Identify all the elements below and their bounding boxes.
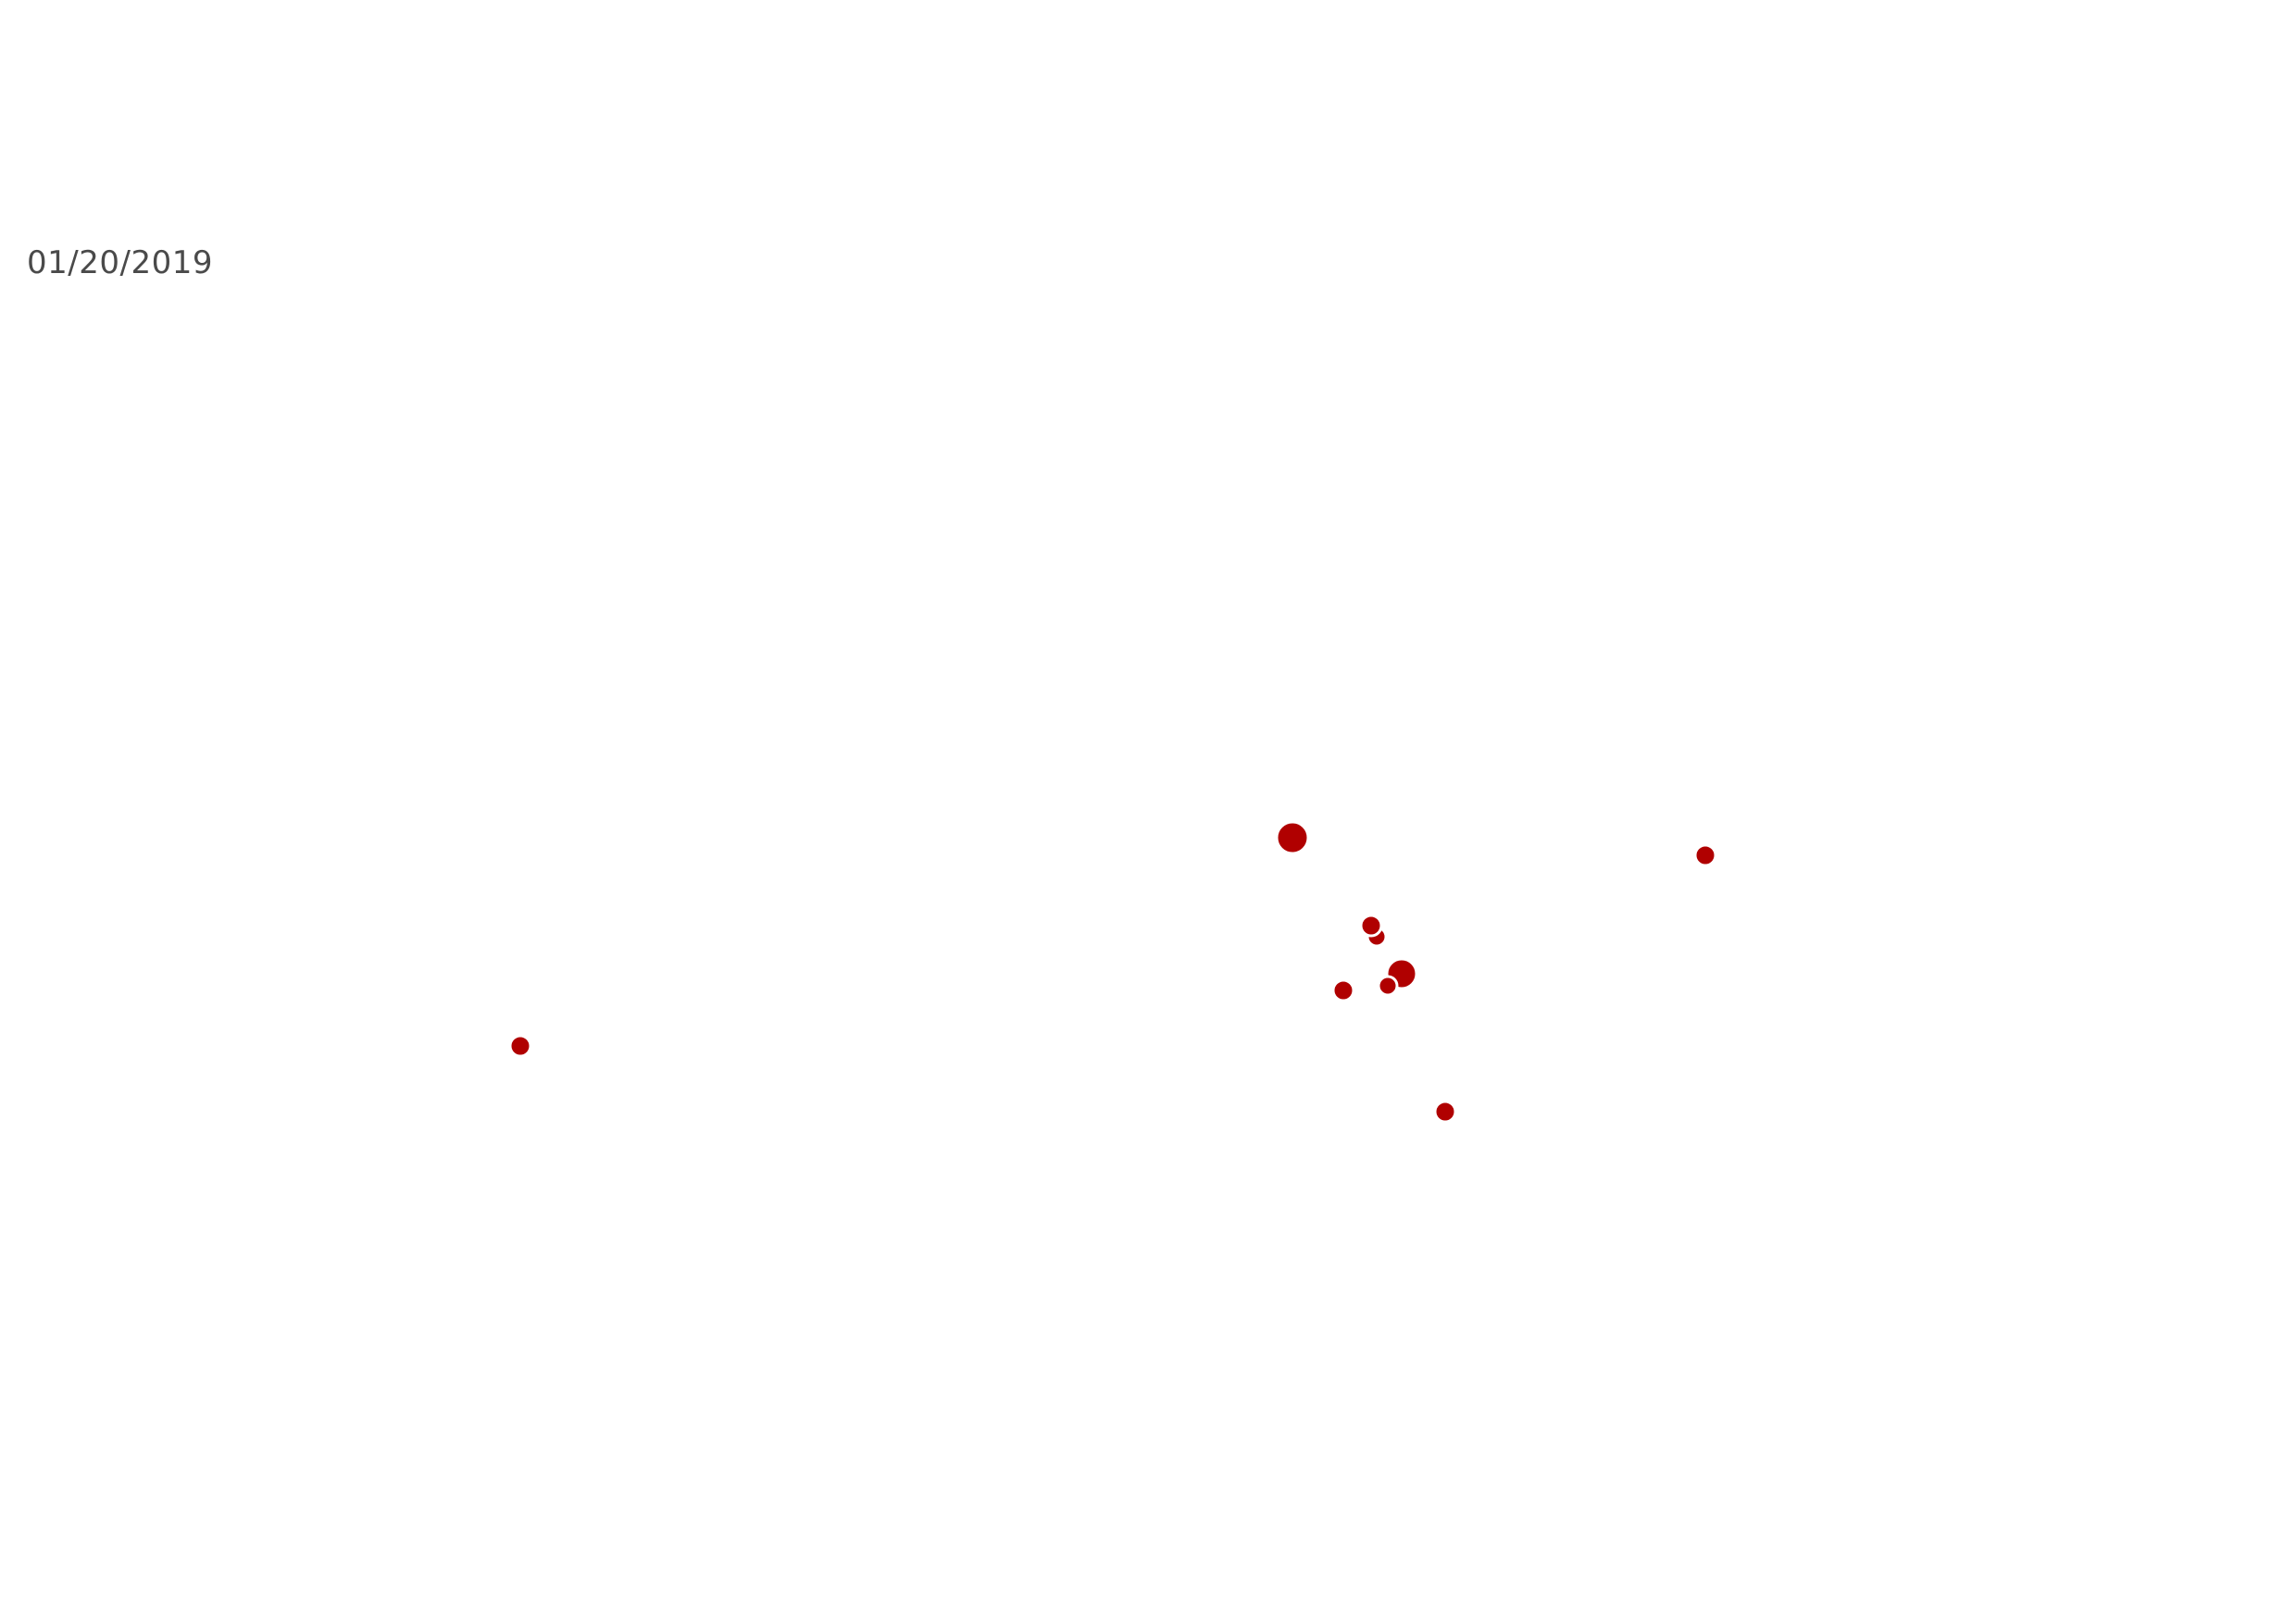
map-marker[interactable] bbox=[508, 1034, 532, 1058]
map-marker[interactable] bbox=[1433, 1100, 1457, 1124]
map-marker[interactable] bbox=[1377, 975, 1399, 997]
date-label: 01/20/2019 bbox=[27, 244, 213, 281]
map-marker[interactable] bbox=[1359, 914, 1383, 938]
map-marker[interactable] bbox=[1331, 978, 1355, 1002]
map-marker[interactable] bbox=[1275, 820, 1310, 855]
map-marker[interactable] bbox=[1693, 843, 1717, 867]
